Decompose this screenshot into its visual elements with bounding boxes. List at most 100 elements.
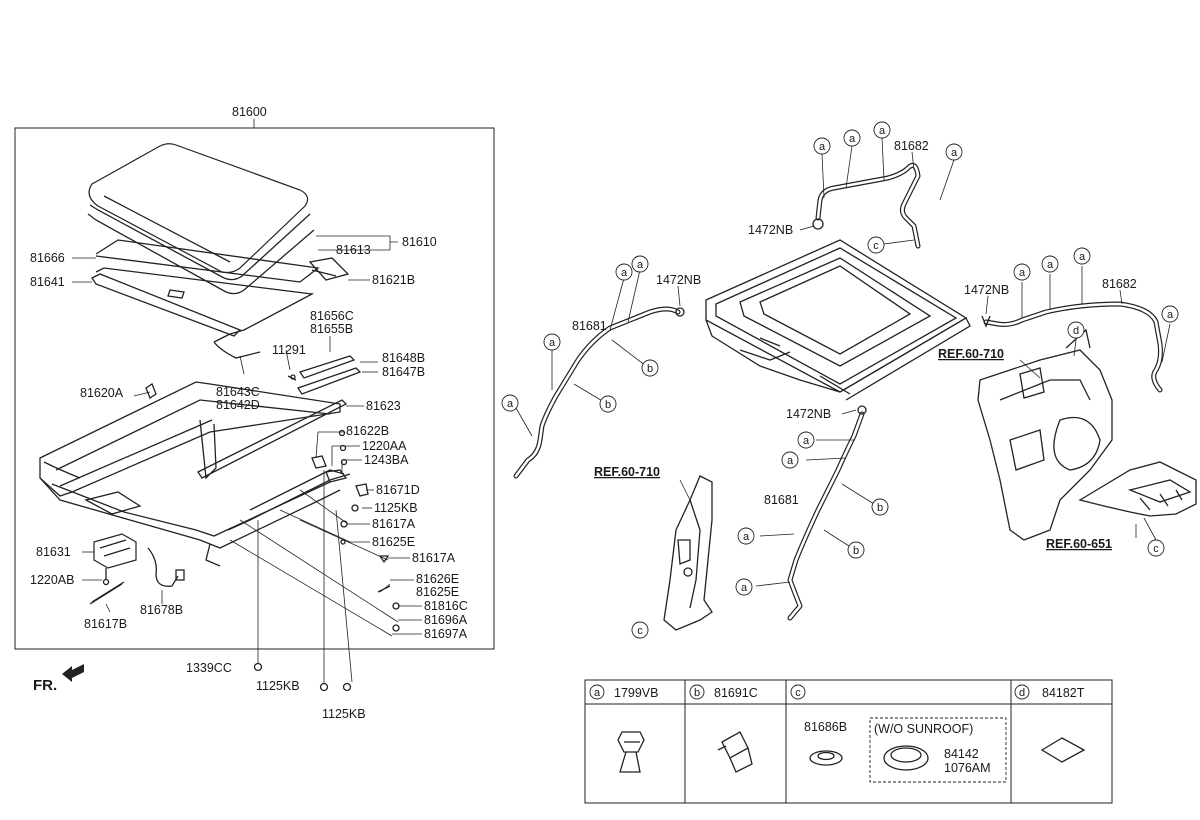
deflector-and-seal xyxy=(91,239,350,359)
legend-b-letter: b xyxy=(694,687,700,699)
legend-c-part: 81686B xyxy=(804,720,847,734)
legend-border xyxy=(584,679,1113,804)
part-81610-label: 81610 xyxy=(402,235,437,249)
callout-b-2: b xyxy=(599,395,617,413)
assembly-part-labels: 81610 81613 81666 81641 81621B 81656C 81… xyxy=(30,235,468,641)
part-81600-label: 81600 xyxy=(232,105,267,119)
svg-text:a: a xyxy=(819,141,826,153)
callout-a-4: a xyxy=(945,143,963,161)
svg-text:a: a xyxy=(1047,259,1054,271)
callout-c-3: c xyxy=(1147,539,1165,557)
part-81620A-label: 81620A xyxy=(80,386,124,400)
ref-quarter-label: REF.60-710 xyxy=(938,347,1004,361)
part-81681-left-label: 81681 xyxy=(572,319,607,333)
legend-col-d: d 84182T xyxy=(1014,684,1086,763)
legend-table: a 1799VB b 81691C c 81686B (W/O SUNROOF)… xyxy=(584,679,1113,804)
part-1339CC-label: 1339CC xyxy=(186,661,232,675)
part-1243BA-label: 1243BA xyxy=(364,453,409,467)
part-81643C-label: 81643C xyxy=(216,385,260,399)
callout-a-3: a xyxy=(873,121,891,139)
svg-text:a: a xyxy=(1019,267,1026,279)
callout-b-4: b xyxy=(847,541,865,559)
part-1220AA-label: 1220AA xyxy=(362,439,407,453)
part-1125KB-c-label: 1125KB xyxy=(322,707,366,721)
svg-text:a: a xyxy=(787,455,794,467)
svg-text:a: a xyxy=(879,125,886,137)
callout-a-15: a xyxy=(737,527,755,545)
svg-text:a: a xyxy=(637,259,644,271)
svg-text:a: a xyxy=(849,133,856,145)
front-label: FR. xyxy=(33,677,57,694)
part-81621B-label: 81621B xyxy=(372,273,415,287)
part-11291-label: 11291 xyxy=(272,343,306,357)
part-81648B-label: 81648B xyxy=(382,351,425,365)
svg-text:a: a xyxy=(1079,251,1086,263)
callout-b-3: b xyxy=(871,498,889,516)
callout-a-13: a xyxy=(797,431,815,449)
sunroof-frame xyxy=(39,381,351,567)
part-81697A-label: 81697A xyxy=(424,627,468,641)
part-81696A-label: 81696A xyxy=(424,613,468,627)
part-81671D-label: 81671D xyxy=(376,483,420,497)
part-81631-label: 81631 xyxy=(36,545,71,559)
callout-a-14: a xyxy=(781,451,799,469)
legend-b-part: 81691C xyxy=(714,686,758,700)
legend-c-sub2: 1076AM xyxy=(944,761,991,775)
svg-text:a: a xyxy=(741,582,748,594)
svg-text:a: a xyxy=(1167,309,1174,321)
legend-col-b: b 81691C xyxy=(689,684,758,773)
roof-frame-drawing xyxy=(705,239,971,401)
fasteners xyxy=(338,429,400,632)
svg-text:a: a xyxy=(803,435,810,447)
sunroof-motor xyxy=(89,533,185,605)
callout-b-1: b xyxy=(641,359,659,377)
drain-hose-top xyxy=(799,137,955,249)
callout-a-10: a xyxy=(1041,255,1059,273)
svg-text:b: b xyxy=(877,502,883,514)
part-81682-right-label: 81682 xyxy=(1102,277,1137,291)
callout-a-16: a xyxy=(735,578,753,596)
svg-text:c: c xyxy=(873,240,879,252)
svg-text:d: d xyxy=(1073,325,1079,337)
legend-d-part: 84182T xyxy=(1042,686,1085,700)
svg-text:b: b xyxy=(853,545,859,557)
part-81617B-label: 81617B xyxy=(84,617,127,631)
part-81656C-label: 81656C xyxy=(310,309,354,323)
callout-a-8: a xyxy=(501,394,519,412)
callout-a-1: a xyxy=(813,137,831,155)
quarter-ref-drawing: REF.60-710 xyxy=(938,328,1113,541)
callout-a-11: a xyxy=(1073,247,1091,265)
part-1472NB-left-label: 1472NB xyxy=(656,273,701,287)
part-81617A-b-label: 81617A xyxy=(412,551,456,565)
part-81642D-label: 81642D xyxy=(216,398,260,412)
part-1472NB-top-label: 1472NB xyxy=(748,223,793,237)
part-81622B-label: 81622B xyxy=(346,424,389,438)
sunroof-glass-panels xyxy=(87,143,315,295)
front-arrow-icon xyxy=(62,664,84,682)
part-81641-label: 81641 xyxy=(30,275,65,289)
drain-part-labels: 81682 1472NB 1472NB 81681 1472NB 81682 1… xyxy=(572,139,1137,507)
part-81682-top-label: 81682 xyxy=(894,139,929,153)
legend-d-letter: d xyxy=(1019,687,1025,699)
guide-rails xyxy=(287,355,362,395)
drain-hose-middle xyxy=(755,405,875,621)
svg-text:b: b xyxy=(647,363,653,375)
part-81613-label: 81613 xyxy=(336,243,371,257)
sunroof-assembly-group: 81600 xyxy=(14,105,495,650)
part-81625E-b-label: 81625E xyxy=(416,585,459,599)
svg-text:a: a xyxy=(621,267,628,279)
pillar-ref-drawing: REF.60-710 xyxy=(594,465,713,631)
ref-pillar-label: REF.60-710 xyxy=(594,465,660,479)
below-box-fasteners: 1339CC 1125KB 1125KB xyxy=(186,470,366,721)
callout-a-12: a xyxy=(1161,305,1179,323)
svg-text:a: a xyxy=(549,337,556,349)
drain-hose-right xyxy=(981,266,1171,393)
callout-a-5: a xyxy=(615,263,633,281)
part-81666-label: 81666 xyxy=(30,251,65,265)
legend-col-a: a 1799VB xyxy=(589,684,658,773)
floor-ref-drawing: REF.60-651 xyxy=(1046,461,1197,551)
part-1472NB-mid-label: 1472NB xyxy=(786,407,831,421)
svg-text:a: a xyxy=(743,531,750,543)
callout-a-2: a xyxy=(843,129,861,147)
